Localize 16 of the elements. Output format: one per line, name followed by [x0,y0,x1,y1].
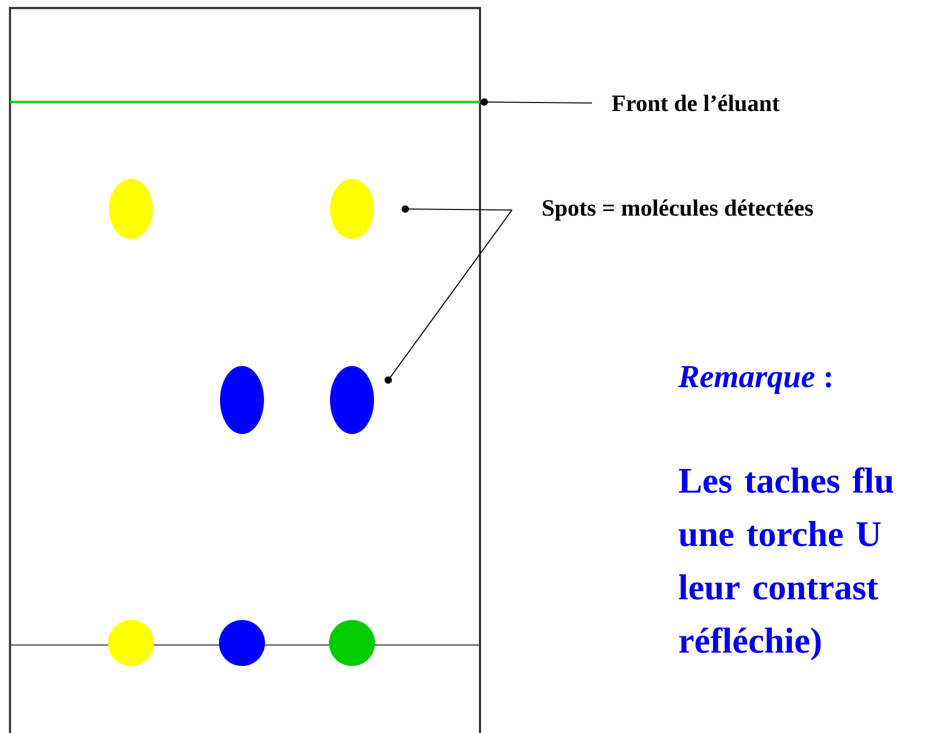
spot [219,620,265,666]
note-text: Les taches flu une torche U leur contrast réfléchie) [678,467,894,660]
spot [220,366,264,434]
solvent-front-line [10,100,480,104]
spot [330,366,374,434]
spot [329,620,375,666]
spot [109,179,153,239]
label-text: Front de l’éluant [612,94,780,112]
label-text: Spots = molécules détectées [542,199,813,221]
spot [330,179,374,239]
leader-line [480,98,592,106]
leader-line [402,205,512,213]
tlc-plate [8,6,482,733]
spot [108,620,154,666]
leader-line [384,210,512,384]
note-heading: Remarque : [678,366,831,394]
